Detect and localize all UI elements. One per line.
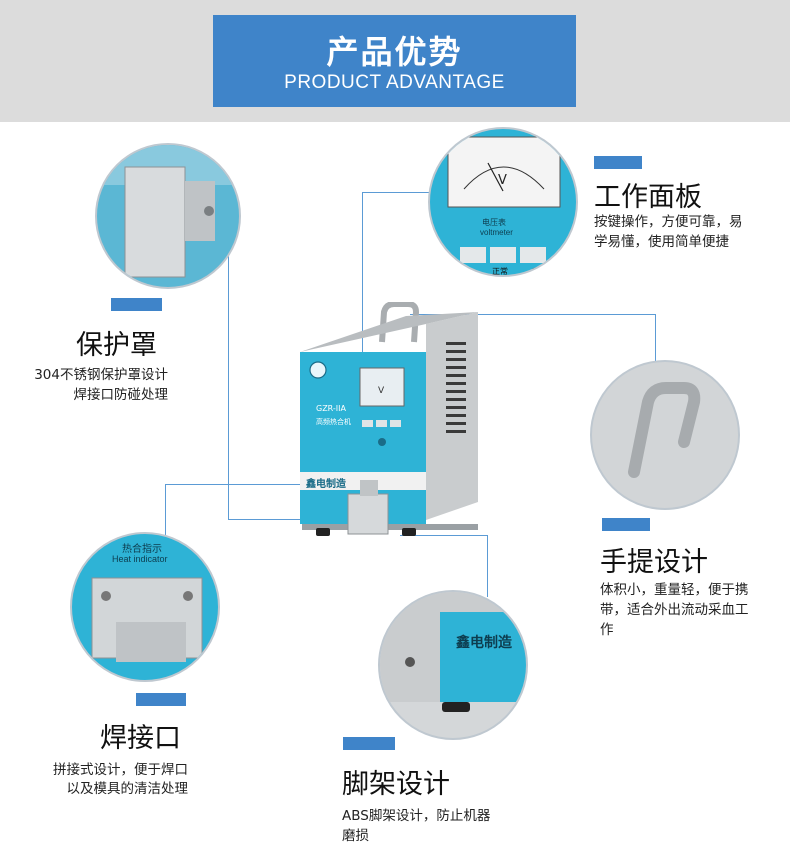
panel-accent-bar: [594, 156, 642, 169]
connector-line: [655, 314, 656, 364]
weld-description-line1: 拼接式设计，便于焊口: [53, 762, 188, 778]
handle-description: 体积小，重量轻，便于携带，适合外出流动采血工作: [600, 582, 749, 638]
device-brand-strip: 鑫电制造: [306, 479, 346, 490]
feet-detail-circle: 鑫电制造: [378, 590, 528, 740]
cover-title: 保护罩: [76, 330, 157, 361]
handle-detail-circle: [590, 360, 740, 510]
handle-title: 手提设计: [600, 547, 708, 578]
cover-accent-bar: [111, 298, 162, 311]
feet-title: 脚架设计: [342, 769, 450, 800]
banner-title-en: PRODUCT ADVANTAGE: [284, 72, 505, 93]
section-banner: 产品优势 PRODUCT ADVANTAGE: [213, 15, 576, 107]
feet-brand-strip: 鑫电制造: [456, 635, 512, 651]
connector-line: [400, 535, 488, 536]
device-model-label: GZR-IIA: [316, 404, 346, 413]
connector-line: [165, 484, 166, 542]
panel-button-normal: 正常: [492, 267, 508, 276]
feet-accent-bar: [343, 737, 395, 750]
panel-button-down: 降压: [450, 267, 466, 276]
device-meter-symbol: V: [378, 386, 385, 396]
weld-description-line2: 以及模具的清洁处理: [66, 781, 189, 797]
device-name-label: 高频热合机: [316, 418, 351, 426]
connector-line: [362, 192, 363, 375]
connector-line: [487, 535, 488, 597]
panel-meter-label-en: voltmeter: [480, 228, 513, 237]
panel-description: 按键操作，方便可靠，易学易懂，使用简单便捷: [594, 214, 743, 250]
connector-line: [410, 314, 656, 315]
panel-button-up: 升压: [532, 267, 548, 276]
connector-line: [165, 484, 360, 485]
connector-line: [228, 180, 229, 520]
weld-title: 焊接口: [100, 723, 181, 754]
connector-line: [362, 192, 430, 193]
cover-detail-circle: [95, 143, 241, 289]
handle-accent-bar: [602, 518, 650, 531]
panel-meter-label-cn: 电压表: [482, 218, 506, 227]
cover-description-line1: 304不锈钢保护罩设计: [34, 367, 168, 383]
heat-indicator-label-en: Heat indicator: [112, 554, 168, 564]
weld-accent-bar: [136, 693, 186, 706]
panel-meter-symbol: V: [498, 173, 507, 188]
heat-indicator-label-cn: 热合指示: [122, 544, 162, 555]
panel-detail-circle: V 电压表 voltmeter 降压 正常 升压: [428, 127, 578, 277]
cover-description-line2: 焊接口防碰处理: [73, 387, 169, 403]
weld-detail-circle: 热合指示 Heat indicator: [70, 532, 220, 682]
panel-title: 工作面板: [594, 182, 702, 213]
connector-line: [228, 519, 348, 520]
device-illustration: GZR-IIA 高频热合机 V 鑫电制造: [296, 302, 484, 542]
feet-description: ABS脚架设计，防止机器磨损: [342, 808, 491, 844]
banner-title-cn: 产品优势: [326, 33, 463, 71]
